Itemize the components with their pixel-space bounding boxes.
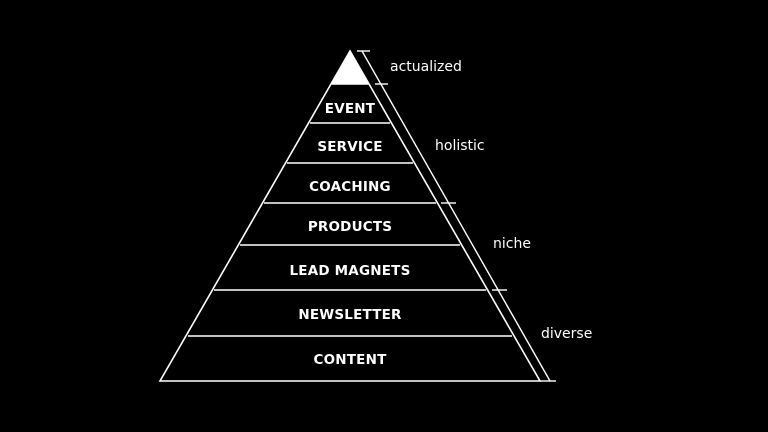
bracket-line <box>361 50 551 382</box>
tier-label-products: PRODUCTS <box>308 219 392 235</box>
tier-label-newsletter: NEWSLETTER <box>298 307 402 323</box>
side-bracket <box>357 50 556 382</box>
pyramid-apex <box>330 49 370 85</box>
group-label-actualized: actualized <box>390 59 462 75</box>
side-labels: actualized holistic niche diverse <box>390 59 592 342</box>
group-label-niche: niche <box>493 236 531 252</box>
tier-label-event: EVENT <box>325 101 376 117</box>
tier-label-coaching: COACHING <box>309 179 391 195</box>
tier-labels: EVENT SERVICE COACHING PRODUCTS LEAD MAG… <box>290 101 411 368</box>
group-label-diverse: diverse <box>541 326 592 342</box>
tier-label-lead-magnets: LEAD MAGNETS <box>290 263 411 279</box>
group-label-holistic: holistic <box>435 138 485 154</box>
tier-label-service: SERVICE <box>317 139 382 155</box>
tier-label-content: CONTENT <box>313 352 387 368</box>
pyramid-outline <box>158 49 542 382</box>
tier-dividers <box>188 83 512 337</box>
